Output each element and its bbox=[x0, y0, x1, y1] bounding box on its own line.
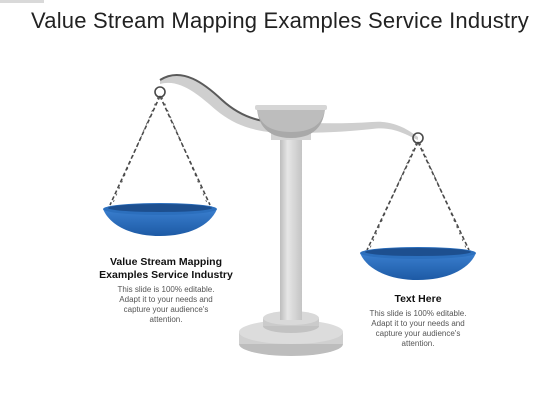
scale-center-cup bbox=[255, 105, 327, 138]
left-pan-heading: Value Stream Mapping Examples Service In… bbox=[99, 256, 233, 281]
right-pan-caption: Text Here This slide is 100% editable. A… bbox=[355, 293, 481, 349]
left-pan-body: This slide is 100% editable. Adapt it to… bbox=[117, 285, 215, 324]
right-pan bbox=[360, 247, 476, 280]
corner-mark bbox=[0, 0, 44, 3]
right-pan-body: This slide is 100% editable. Adapt it to… bbox=[369, 309, 467, 348]
right-chain bbox=[366, 132, 470, 251]
slide-title: Value Stream Mapping Examples Service In… bbox=[31, 8, 529, 33]
left-pan bbox=[103, 203, 217, 236]
scale-base bbox=[239, 311, 343, 356]
left-chain bbox=[109, 86, 211, 206]
right-pan-heading: Text Here bbox=[394, 293, 442, 305]
left-pan-caption: Value Stream Mapping Examples Service In… bbox=[86, 256, 246, 325]
scale-pole bbox=[271, 128, 311, 320]
